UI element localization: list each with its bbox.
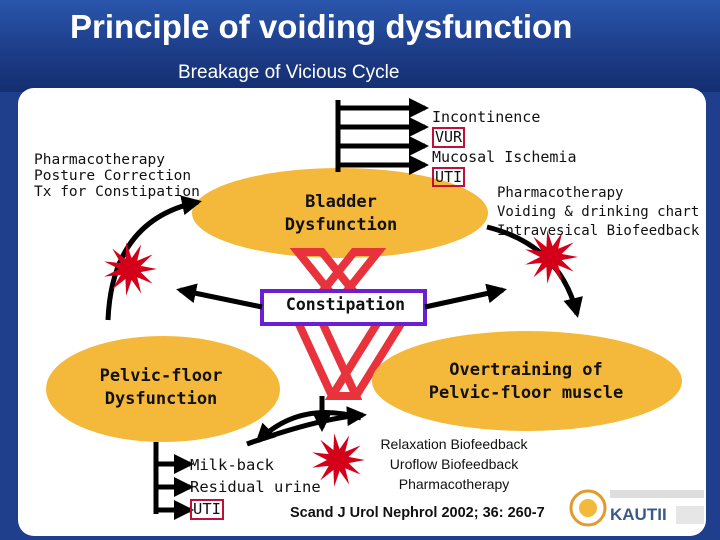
kautii-logo: KAUTII (569, 489, 704, 527)
bottom-intervention-1: Relaxation Biofeedback (380, 436, 528, 452)
output-mucosal-ischemia: Mucosal Ischemia (432, 147, 577, 166)
bottom-intervention-3: Pharmacotherapy (398, 476, 510, 492)
bladder-label-line1: Bladder (305, 192, 377, 212)
constipation-box (260, 289, 427, 326)
left-interventions: Pharmacotherapy Posture Correction Tx fo… (34, 152, 200, 201)
constipation-label: Constipation (285, 295, 406, 314)
output-milk-back: Milk-back (190, 456, 274, 474)
right-interventions: Pharmacotherapy Voiding & drinking chart… (497, 184, 699, 241)
pelvic-floor-ellipse (46, 336, 280, 442)
pelvic-label-line2: Dysfunction (104, 388, 218, 409)
output-uti: UTI (432, 166, 466, 187)
bladder-outputs: Incontinence VUR Mucosal Ischemia UTI (432, 108, 577, 187)
bottom-interventions: Relaxation Biofeedback Uroflow Biofeedba… (360, 434, 548, 494)
logo-text: KAUTII (610, 505, 667, 524)
bladder-label: Bladder Dysfunction (262, 191, 420, 237)
slide-subtitle: Breakage of Vicious Cycle (178, 62, 400, 83)
bladder-label-line2: Dysfunction (284, 214, 398, 235)
pelvic-floor-label: Pelvic-floor Dysfunction (72, 365, 250, 411)
overtraining-label-line1: Overtraining of (449, 360, 603, 380)
arrow-constipation-to-left (176, 283, 263, 310)
overtraining-label: Overtraining of Pelvic-floor muscle (412, 359, 640, 405)
citation: Scand J Urol Nephrol 2002; 36: 260-7 (290, 505, 545, 521)
output-incontinence: Incontinence (432, 108, 541, 126)
overtraining-label-line2: Pelvic-floor muscle (428, 382, 624, 403)
pelvic-outputs: Milk-back Residual urine UTI (190, 454, 321, 521)
pelvic-label-line1: Pelvic-floor (99, 366, 223, 386)
left-intervention-3: Tx for Constipation (34, 184, 200, 201)
burst-left (104, 242, 157, 296)
bottom-intervention-2: Uroflow Biofeedback (389, 456, 519, 472)
right-intervention-1: Pharmacotherapy (497, 185, 624, 201)
left-intervention-2: Posture Correction (34, 168, 192, 185)
output-vur: VUR (432, 127, 466, 148)
arrow-constipation-to-right (424, 283, 507, 310)
right-intervention-2: Voiding & drinking chart (497, 204, 700, 220)
right-intervention-3: Intravesical Biofeedback (497, 223, 700, 239)
bladder-ellipse (192, 168, 488, 258)
arc-left-to-bladder (105, 195, 202, 321)
burst-bottom (312, 433, 365, 487)
arc-pelvic-to-overtraining (246, 406, 367, 447)
header-bar (0, 0, 720, 92)
left-intervention-1: Pharmacotherapy (34, 152, 165, 168)
output-pelvic-uti: UTI (190, 499, 224, 521)
burst-right (525, 230, 578, 284)
slide-title: Principle of voiding dysfunction (70, 8, 573, 45)
overtraining-ellipse (372, 331, 682, 431)
output-residual-urine: Residual urine (190, 478, 321, 496)
arc-overtraining-to-pelvic (255, 410, 362, 444)
